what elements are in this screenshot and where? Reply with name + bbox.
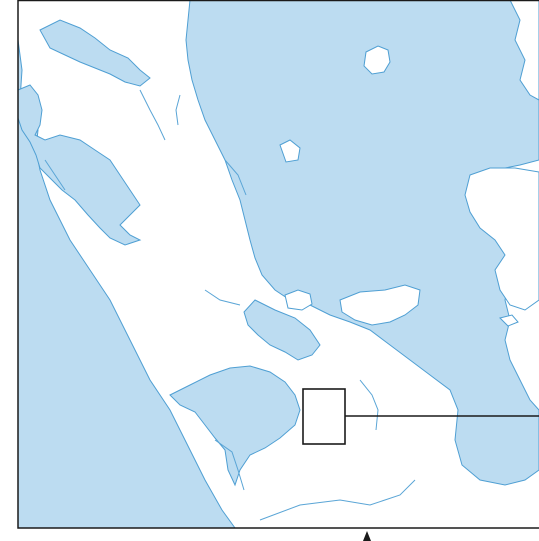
inlet-north	[39, 19, 151, 87]
map-frame	[17, 0, 539, 529]
island-center	[284, 289, 313, 311]
harbour-channel	[243, 299, 321, 361]
peninsula-east	[464, 167, 539, 311]
island-tiny-1	[499, 314, 519, 327]
river-7	[259, 479, 416, 521]
coast-east-strip	[480, 0, 539, 101]
river-2	[175, 94, 181, 126]
river-5	[214, 439, 245, 491]
island-waiheke	[339, 284, 421, 326]
harbour-southwest	[169, 365, 301, 487]
rivers	[44, 89, 416, 521]
river-8	[44, 159, 66, 191]
river-6	[359, 379, 379, 431]
island-small-north	[363, 45, 391, 75]
north-arrow-icon	[363, 531, 371, 541]
island-east	[279, 139, 301, 163]
river-3	[224, 159, 247, 196]
river-1	[139, 89, 166, 141]
river-4	[204, 289, 241, 306]
harbour-northwest	[17, 84, 142, 246]
